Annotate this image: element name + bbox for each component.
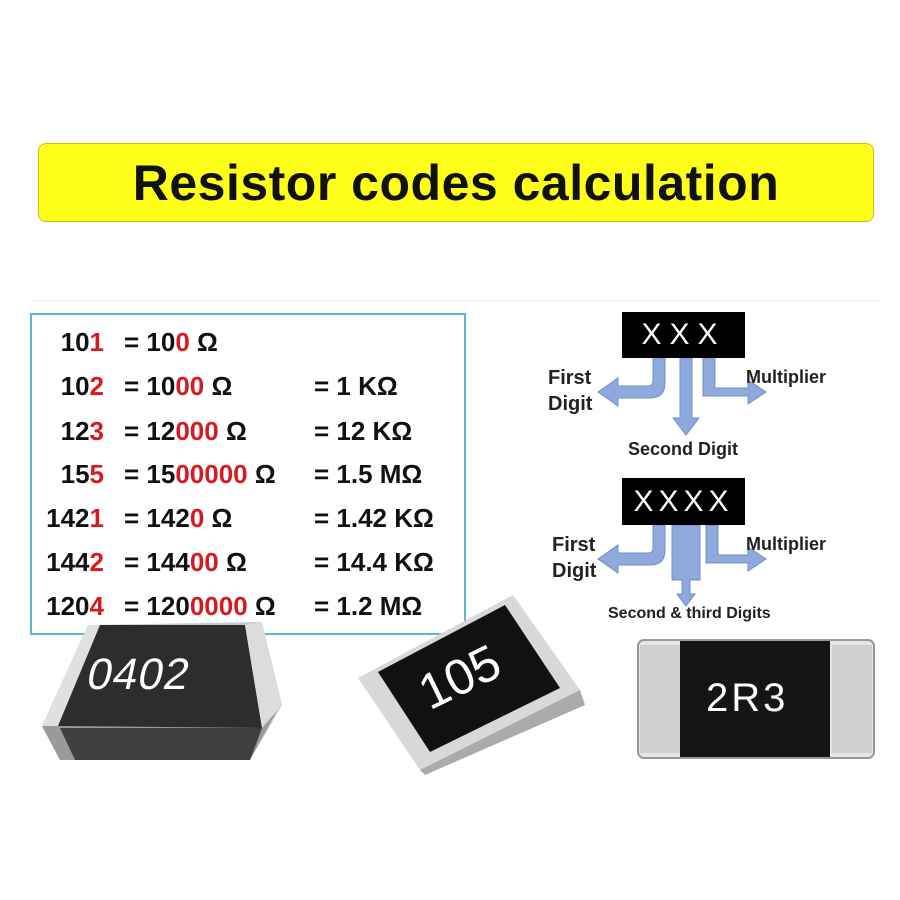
resistor-code: 1204 bbox=[32, 591, 104, 622]
code-multiplier: 3 bbox=[89, 416, 104, 446]
ohm-value: = 12000 Ω bbox=[124, 416, 247, 447]
ohm-unit: Ω bbox=[247, 591, 276, 621]
divider bbox=[30, 300, 880, 301]
converted-value: = 1.42 KΩ bbox=[314, 503, 434, 533]
code-multiplier: 1 bbox=[89, 503, 104, 533]
value-zeros: 0 bbox=[189, 503, 205, 533]
converted-value: = 1.2 MΩ bbox=[314, 591, 423, 621]
table-row: 101= 100 Ω bbox=[32, 327, 462, 363]
converted-value: = 1.5 MΩ bbox=[314, 459, 423, 489]
ohm-unit: Ω bbox=[204, 371, 233, 401]
code-box-3-digit: XXX bbox=[622, 312, 745, 358]
value-digits: 120 bbox=[146, 591, 190, 621]
code-digits: 15 bbox=[60, 459, 90, 489]
code-box-text: XXX bbox=[641, 318, 726, 351]
arrow-multiplier-2 bbox=[705, 524, 767, 572]
digit-text: Digit bbox=[552, 560, 597, 582]
equals-sign: = bbox=[124, 327, 147, 357]
table-row: 1442= 14400 Ω= 14.4 KΩ bbox=[32, 547, 462, 583]
code-digits: 10 bbox=[60, 371, 90, 401]
ohm-unit: Ω bbox=[218, 416, 247, 446]
converted-value: = 12 KΩ bbox=[314, 416, 413, 446]
equals-sign: = bbox=[124, 459, 147, 489]
resistor-code: 101 bbox=[32, 327, 104, 358]
code-multiplier: 4 bbox=[89, 591, 104, 621]
arrow-second-digit bbox=[671, 357, 701, 436]
code-digits: 144 bbox=[46, 547, 90, 577]
multiplier-label-2: Multiplier bbox=[746, 534, 826, 554]
converted-value: = 1 KΩ bbox=[314, 371, 398, 401]
value-zeros: 00 bbox=[175, 371, 205, 401]
resistor-code: 155 bbox=[32, 459, 104, 490]
code-multiplier: 1 bbox=[89, 327, 104, 357]
ohm-value: = 1000 Ω bbox=[124, 371, 232, 402]
multiplier-label: Multiplier bbox=[746, 367, 826, 387]
code-box-4-digit: XXXX bbox=[622, 478, 745, 525]
first-text: First bbox=[548, 367, 592, 389]
second-digit-label: Second Digit bbox=[628, 439, 739, 459]
equals-sign: = bbox=[124, 503, 147, 533]
equals-sign: = bbox=[124, 591, 147, 621]
title-banner: Resistor codes calculation bbox=[38, 143, 874, 222]
code-multiplier: 2 bbox=[89, 547, 104, 577]
table-row: 1421= 1420 Ω= 1.42 KΩ bbox=[32, 503, 462, 539]
resistor-code: 102 bbox=[32, 371, 104, 402]
value-zeros: 00 bbox=[189, 547, 219, 577]
arrow-first-digit-2 bbox=[597, 524, 666, 574]
value-zeros: 0000 bbox=[189, 591, 248, 621]
value-digits: 12 bbox=[146, 416, 176, 446]
page-title: Resistor codes calculation bbox=[132, 154, 780, 211]
second-third-digits-label: Second & third Digits bbox=[608, 605, 771, 622]
digit-text: Digit bbox=[548, 393, 593, 415]
value-zeros: 00000 bbox=[175, 459, 248, 489]
ohm-unit: Ω bbox=[204, 503, 233, 533]
equals-sign: = bbox=[124, 371, 147, 401]
ohm-value: = 1500000 Ω bbox=[124, 459, 276, 490]
table-row: 1204= 1200000 Ω= 1.2 MΩ bbox=[32, 591, 462, 627]
resistor-code: 123 bbox=[32, 416, 104, 447]
code-digits: 12 bbox=[60, 416, 90, 446]
ohm-unit: Ω bbox=[247, 459, 276, 489]
value-digits: 144 bbox=[146, 547, 190, 577]
arrow-multiplier bbox=[702, 357, 767, 405]
converted-value: = 14.4 KΩ bbox=[314, 547, 434, 577]
value-zeros: 000 bbox=[175, 416, 219, 446]
first-text: First bbox=[552, 534, 596, 556]
code-digits: 142 bbox=[46, 503, 90, 533]
value-digits: 10 bbox=[146, 371, 176, 401]
table-row: 123= 12000 Ω= 12 KΩ bbox=[32, 416, 462, 452]
chip-0402-label: 0402 bbox=[82, 650, 196, 699]
ohm-value: = 14400 Ω bbox=[124, 547, 247, 578]
arrow-second-third-digits bbox=[671, 524, 701, 607]
ohm-value: = 100 Ω bbox=[124, 327, 218, 358]
code-digits: 120 bbox=[46, 591, 90, 621]
value-digits: 142 bbox=[146, 503, 190, 533]
resistor-code: 1421 bbox=[32, 503, 104, 534]
code-box-text: XXXX bbox=[633, 484, 734, 518]
value-digits: 10 bbox=[146, 327, 176, 357]
code-digits: 10 bbox=[60, 327, 90, 357]
code-multiplier: 5 bbox=[89, 459, 104, 489]
value-zeros: 0 bbox=[175, 327, 190, 357]
code-multiplier: 2 bbox=[89, 371, 104, 401]
first-digit-label: First Digit bbox=[548, 365, 592, 417]
ohm-value: = 1200000 Ω bbox=[124, 591, 276, 622]
equals-sign: = bbox=[124, 547, 147, 577]
ohm-unit: Ω bbox=[218, 547, 247, 577]
resistor-code: 1442 bbox=[32, 547, 104, 578]
table-row: 102= 1000 Ω= 1 KΩ bbox=[32, 371, 462, 407]
chip-2R3-shape bbox=[637, 639, 875, 759]
chip-105-shape bbox=[358, 595, 585, 775]
table-row: 155= 1500000 Ω= 1.5 MΩ bbox=[32, 459, 462, 495]
value-digits: 15 bbox=[146, 459, 176, 489]
equals-sign: = bbox=[124, 416, 147, 446]
arrow-first-digit bbox=[597, 357, 666, 407]
first-digit-label-2: First Digit bbox=[552, 532, 596, 584]
chip-0402-shape bbox=[42, 622, 282, 760]
ohm-unit: Ω bbox=[189, 327, 218, 357]
chip-2R3-label: 2R3 bbox=[706, 676, 789, 720]
ohm-value: = 1420 Ω bbox=[124, 503, 232, 534]
